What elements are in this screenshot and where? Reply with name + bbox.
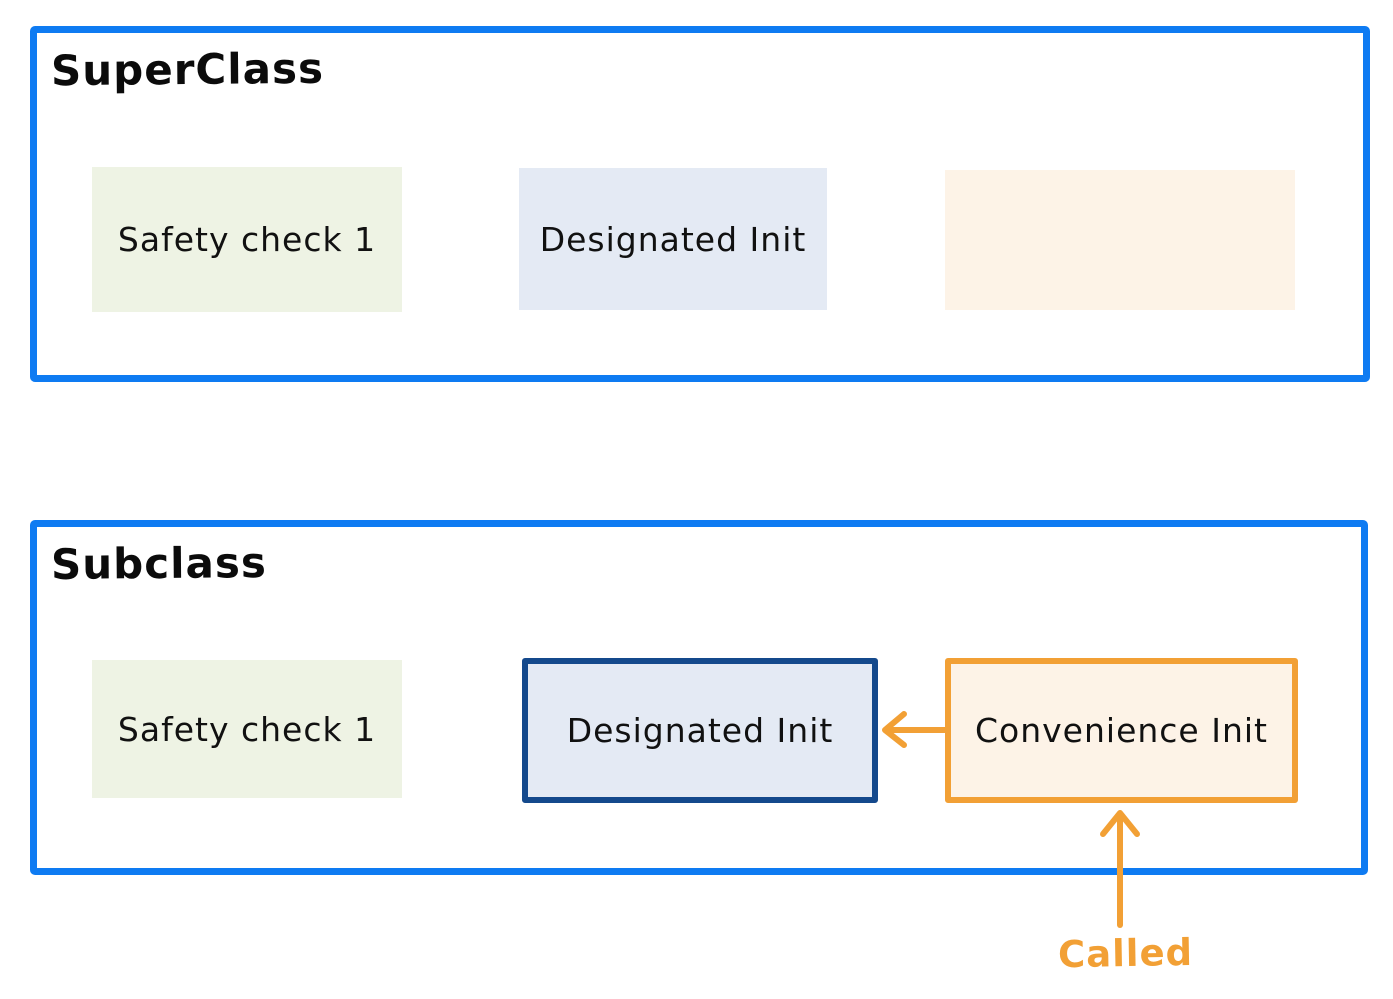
subclass-safety-check-label: Safety check 1 — [117, 709, 377, 749]
subclass-designated-init-label: Designated Init — [566, 711, 834, 750]
subclass-panel: Subclass Safety check 1 Designated Init … — [30, 520, 1368, 875]
superclass-empty-placeholder-box — [945, 170, 1295, 310]
superclass-title: SuperClass — [50, 43, 325, 96]
subclass-safety-check-box: Safety check 1 — [92, 660, 402, 798]
subclass-title: Subclass — [50, 538, 268, 589]
subclass-designated-init-box: Designated Init — [522, 658, 878, 803]
superclass-designated-init-label: Designated Init — [539, 219, 807, 259]
subclass-convenience-init-box: Convenience Init — [945, 658, 1298, 803]
called-annotation-label: Called — [1057, 930, 1194, 977]
subclass-convenience-init-label: Convenience Init — [975, 711, 1268, 750]
superclass-panel: SuperClass Safety check 1 Designated Ini… — [30, 26, 1370, 382]
superclass-safety-check-label: Safety check 1 — [117, 220, 377, 259]
superclass-designated-init-box: Designated Init — [519, 168, 827, 310]
superclass-safety-check-box: Safety check 1 — [92, 167, 402, 312]
